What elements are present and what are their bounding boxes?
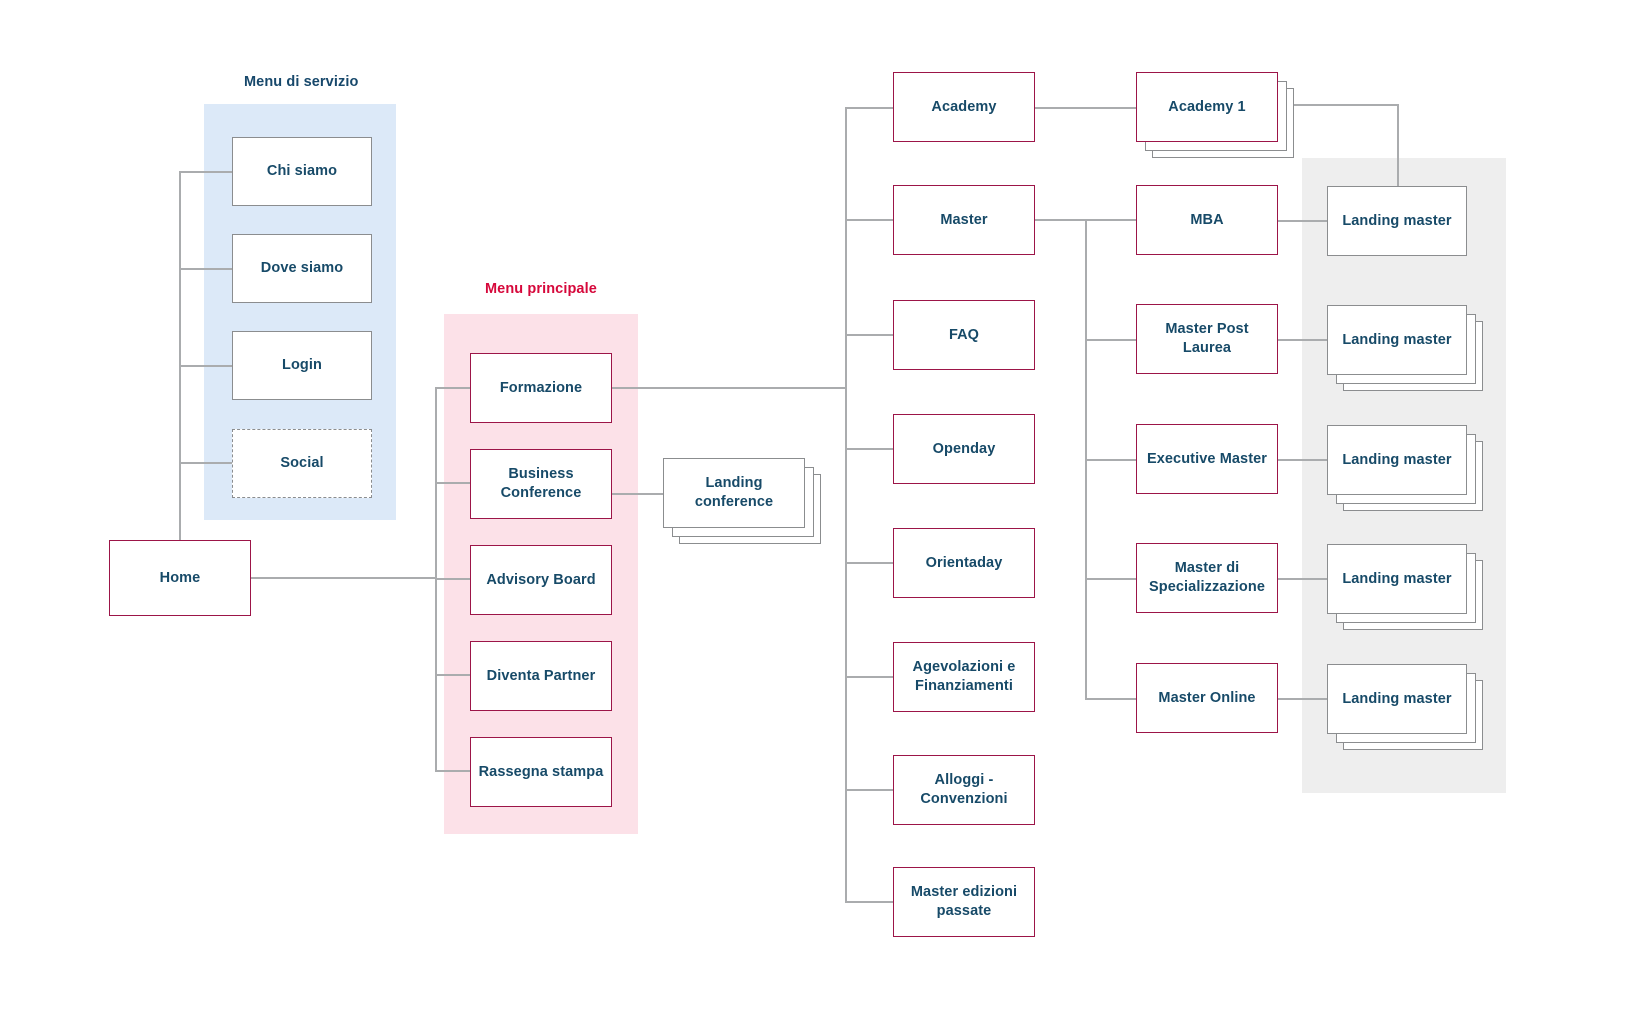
node-academy-1[interactable]: Academy 1: [1136, 72, 1278, 142]
node-social[interactable]: Social: [232, 429, 372, 498]
node-agevolazioni-finanziamenti[interactable]: Agevolazioni e Finanziamenti: [893, 642, 1035, 712]
node-chi-siamo[interactable]: Chi siamo: [232, 137, 372, 206]
node-mba[interactable]: MBA: [1136, 185, 1278, 255]
connector-main-advisory-board: [435, 578, 471, 580]
connector-postlaurea-to-landing: [1276, 339, 1328, 341]
connector-main-business-conference: [435, 482, 471, 484]
connector-master-specializzazione: [1085, 578, 1136, 580]
connector-central-academy: [845, 107, 893, 109]
connector-service-trunk: [179, 171, 181, 541]
connector-master-executive: [1085, 459, 1136, 461]
connector-conference-to-landing: [611, 493, 663, 495]
connector-masteronline-to-landing: [1276, 698, 1328, 700]
node-diventa-partner[interactable]: Diventa Partner: [470, 641, 612, 711]
node-landing-conference[interactable]: Landing conference: [663, 458, 805, 528]
connector-central-master-edizioni: [845, 901, 893, 903]
connector-service-chi-siamo: [179, 171, 233, 173]
connector-central-master: [845, 219, 893, 221]
node-master-online[interactable]: Master Online: [1136, 663, 1278, 733]
connector-master-mba: [1085, 219, 1136, 221]
connector-central-orientaday: [845, 562, 893, 564]
node-landing-master-5[interactable]: Landing master: [1327, 664, 1467, 734]
node-openday[interactable]: Openday: [893, 414, 1035, 484]
node-master[interactable]: Master: [893, 185, 1035, 255]
node-academy[interactable]: Academy: [893, 72, 1035, 142]
node-faq[interactable]: FAQ: [893, 300, 1035, 370]
node-home[interactable]: Home: [109, 540, 251, 616]
connector-master-online: [1085, 698, 1136, 700]
node-landing-master-2[interactable]: Landing master: [1327, 305, 1467, 375]
node-master-edizioni-passate[interactable]: Master edizioni passate: [893, 867, 1035, 937]
connector-main-formazione: [435, 387, 471, 389]
connector-specializzazione-to-landing: [1276, 578, 1328, 580]
node-advisory-board[interactable]: Advisory Board: [470, 545, 612, 615]
node-dove-siamo[interactable]: Dove siamo: [232, 234, 372, 303]
connector-service-dove-siamo: [179, 268, 233, 270]
connector-master-post-laurea: [1085, 339, 1136, 341]
node-landing-master-1[interactable]: Landing master: [1327, 186, 1467, 256]
connector-service-social: [179, 462, 233, 464]
connector-academy1-down: [1397, 104, 1399, 220]
connector-main-rassegna-stampa: [435, 770, 471, 772]
connector-central-agevolazioni: [845, 676, 893, 678]
main-menu-group-label: Menu principale: [485, 281, 597, 297]
node-formazione[interactable]: Formazione: [470, 353, 612, 423]
node-login[interactable]: Login: [232, 331, 372, 400]
node-executive-master[interactable]: Executive Master: [1136, 424, 1278, 494]
node-landing-master-4[interactable]: Landing master: [1327, 544, 1467, 614]
node-alloggi-convenzioni[interactable]: Alloggi - Convenzioni: [893, 755, 1035, 825]
connector-central-trunk: [845, 107, 847, 902]
connector-executive-to-landing: [1276, 459, 1328, 461]
node-master-post-laurea[interactable]: Master Post Laurea: [1136, 304, 1278, 374]
connector-mba-to-landing: [1276, 220, 1328, 222]
service-menu-group-label: Menu di servizio: [244, 74, 359, 90]
connector-formazione-to-central-trunk: [611, 387, 846, 389]
connector-service-login: [179, 365, 233, 367]
connector-main-diventa-partner: [435, 674, 471, 676]
connector-central-alloggi: [845, 789, 893, 791]
connector-academy1-out: [1288, 104, 1399, 106]
node-rassegna-stampa[interactable]: Rassegna stampa: [470, 737, 612, 807]
node-master-di-specializzazione[interactable]: Master di Specializzazione: [1136, 543, 1278, 613]
node-orientaday[interactable]: Orientaday: [893, 528, 1035, 598]
connector-central-openday: [845, 448, 893, 450]
node-business-conference[interactable]: Business Conference: [470, 449, 612, 519]
connector-central-faq: [845, 334, 893, 336]
connector-home-to-main-trunk: [251, 577, 436, 579]
connector-academy-to-academy1: [1035, 107, 1136, 109]
node-landing-master-3[interactable]: Landing master: [1327, 425, 1467, 495]
